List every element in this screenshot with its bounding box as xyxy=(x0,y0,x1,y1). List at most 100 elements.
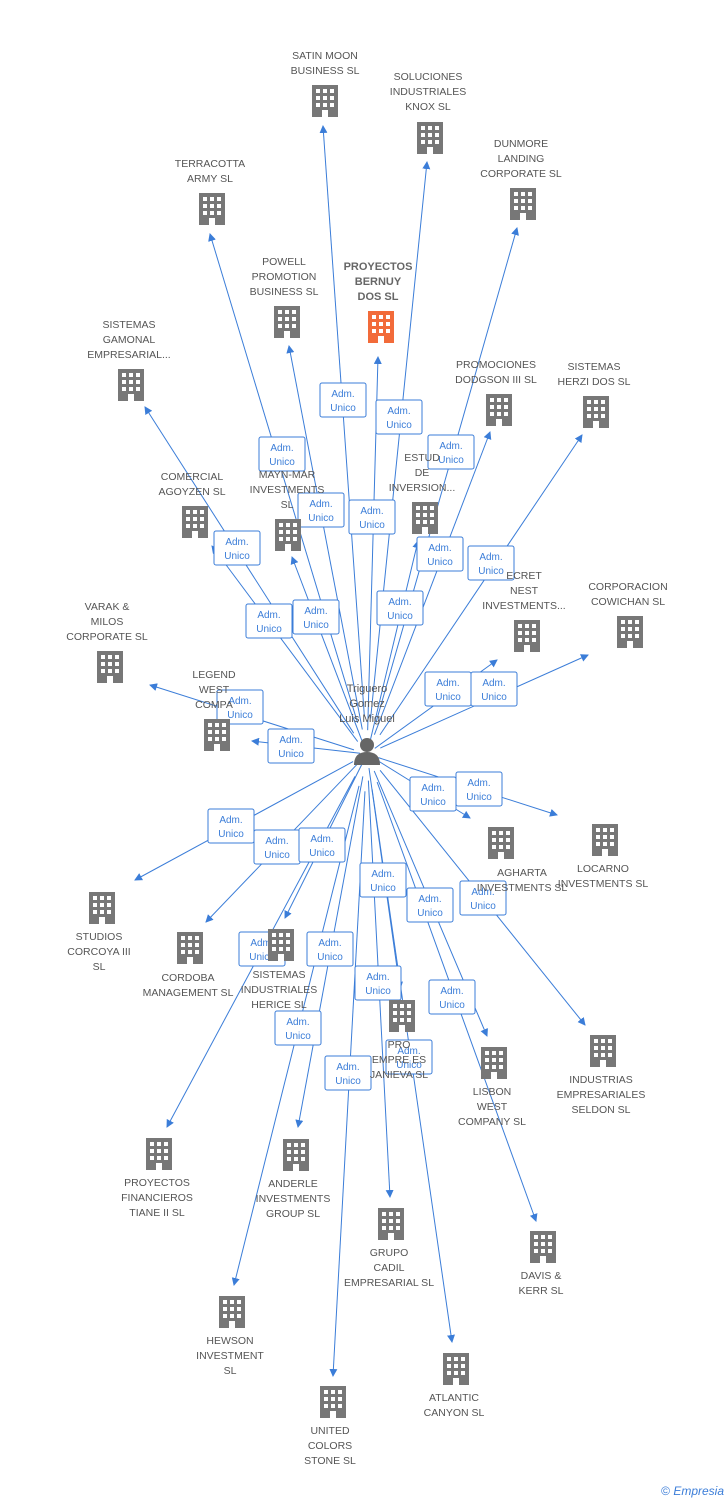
edge-badge-powell[interactable]: Adm.Unico xyxy=(297,492,345,528)
edge-badge-varak-milos[interactable]: Adm.Unico xyxy=(216,689,264,725)
building-icon xyxy=(274,306,300,338)
company-name-line: EMPRESARIAL SL xyxy=(344,1277,434,1289)
edge-badge-hewson[interactable]: Adm.Unico xyxy=(274,1010,322,1046)
building-icon xyxy=(177,932,203,964)
edge-satin-moon xyxy=(319,125,365,717)
company-name-line: CORCOYA III xyxy=(67,946,130,958)
edge-badge-text: Unico xyxy=(478,566,504,577)
company-name-line: BUSINESS SL xyxy=(250,286,319,298)
edge-badge-legend-west[interactable]: Adm.Unico xyxy=(267,728,315,764)
company-node-davis-kerr[interactable]: DAVIS &KERR SL xyxy=(519,1231,564,1297)
building-icon xyxy=(118,369,144,401)
company-name-line: CANYON SL xyxy=(424,1407,485,1419)
building-icon xyxy=(514,620,540,652)
edge-badge-atlantic-canyon[interactable]: Adm.Unico xyxy=(385,1039,433,1075)
company-name-line: ANDERLE xyxy=(268,1178,318,1190)
edge-badge-text: Adm. xyxy=(428,543,451,554)
building-icon xyxy=(146,1138,172,1170)
edge-badge-text: Unico xyxy=(269,457,295,468)
edge-promociones-dodgson xyxy=(373,431,492,735)
edge-badge-proyectos-bernuy[interactable]: Adm.Unico xyxy=(348,499,396,535)
edge-badge-sistemas-herzi[interactable]: Adm.Unico xyxy=(467,545,515,581)
building-icon xyxy=(219,1296,245,1328)
company-node-estudios-inversion[interactable]: ESTUDDEINVERSION... xyxy=(389,452,456,534)
edge-badge-text: Adm. xyxy=(286,1017,309,1028)
edge-badge-comercial-agoyzen[interactable]: Adm.Unico xyxy=(245,603,293,639)
building-icon xyxy=(530,1231,556,1263)
company-name-line: HERICE SL xyxy=(251,999,307,1011)
edge-badge-davis-kerr[interactable]: Adm.Unico xyxy=(428,979,476,1015)
edge-badge-promociones-dodgson[interactable]: Adm.Unico xyxy=(416,536,464,572)
edge-badge-soluciones-knox[interactable]: Adm.Unico xyxy=(375,399,423,435)
building-icon xyxy=(268,929,294,961)
edge-badge-sistemas-gamonal[interactable]: Adm.Unico xyxy=(213,530,261,566)
edge-badge-mayn-mar[interactable]: Adm.Unico xyxy=(292,599,340,635)
edge-badge-secret-nest[interactable]: Adm.Unico xyxy=(424,671,472,707)
company-node-sistemas-gamonal[interactable]: SISTEMASGAMONALEMPRESARIAL... xyxy=(87,319,171,401)
edge-badge-text: Adm. xyxy=(228,696,251,707)
company-name-line: INVESTMENTS SL xyxy=(477,882,568,894)
center-person[interactable]: Triguero Gomez Luis Miguel xyxy=(339,683,395,765)
edge-dunmore xyxy=(375,227,519,723)
edge-badge-agharta[interactable]: Adm.Unico xyxy=(409,776,457,812)
building-icon xyxy=(320,1386,346,1418)
company-name-line: CADIL xyxy=(374,1262,405,1274)
edge-badge-estudios-inversion[interactable]: Adm.Unico xyxy=(376,590,424,626)
edge-badge-industrias-seldon[interactable]: Adm.Unico xyxy=(459,880,507,916)
edge-badge-united-colors[interactable]: Adm.Unico xyxy=(324,1055,372,1091)
edge-badge-dunmore[interactable]: Adm.Unico xyxy=(427,434,475,470)
company-name-line: COLORS xyxy=(308,1440,352,1452)
edge-badge-terracotta[interactable]: Adm.Unico xyxy=(258,436,306,472)
edge-badge-lisbon-west[interactable]: Adm.Unico xyxy=(406,887,454,923)
edge-badge-satin-moon[interactable]: Adm.Unico xyxy=(319,382,367,418)
edge-badge-text: Unico xyxy=(335,1076,361,1087)
company-node-secret-nest[interactable]: ECRETNESTINVESTMENTS... xyxy=(482,570,566,652)
edge-badge-box xyxy=(375,399,423,435)
edge-badge-corporacion-cowichan[interactable]: Adm.Unico xyxy=(470,671,518,707)
edge-badge-text: Unico xyxy=(218,829,244,840)
edge-badge-proyectos-janieva[interactable]: Adm.Unico xyxy=(359,862,407,898)
edge-badge-text: Adm. xyxy=(250,938,273,949)
company-name-line: STUDIOS xyxy=(76,931,123,943)
edge-badge-sistemas-herice[interactable]: Adm.Unico xyxy=(298,827,346,863)
brand-name[interactable]: Empresia xyxy=(673,1484,724,1498)
edge-badge-text: Unico xyxy=(438,455,464,466)
company-name-line: COMERCIAL xyxy=(161,471,224,483)
edge-badge-studios-corcoya[interactable]: Adm.Unico xyxy=(207,808,255,844)
company-name-line: INVERSION... xyxy=(389,482,456,494)
edge-sistemas-gamonal xyxy=(144,406,355,734)
edge-badge-grupo-cadil[interactable]: Adm.Unico xyxy=(354,965,402,1001)
edge-badge-anderle[interactable]: Adm.Unico xyxy=(306,931,354,967)
edge-badge-locarno[interactable]: Adm.Unico xyxy=(455,771,503,807)
edge-badge-cordoba[interactable]: Adm.Unico xyxy=(253,829,301,865)
edge-badge-text: Adm. xyxy=(257,610,280,621)
